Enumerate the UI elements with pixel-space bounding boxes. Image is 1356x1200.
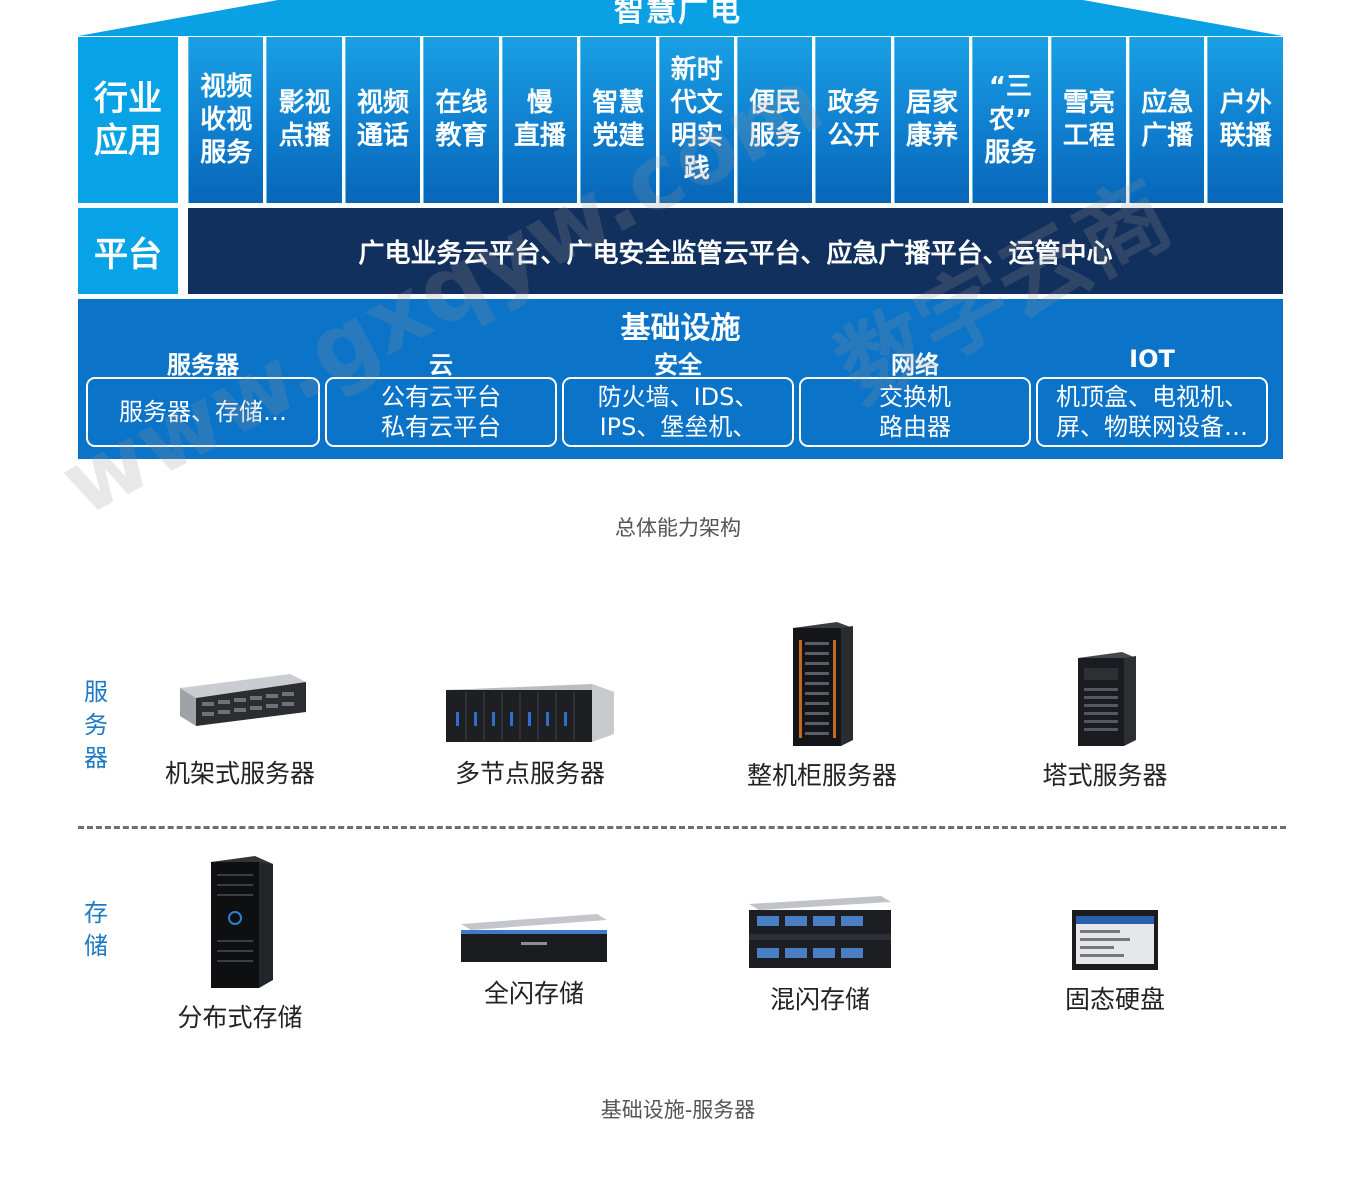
device-rack-server: 机架式服务器 [150, 668, 330, 790]
device-multinode-server: 多节点服务器 [440, 676, 620, 790]
infra-box-cloud: 公有云平台 私有云平台 [325, 377, 557, 447]
multinode-server-image [446, 684, 614, 742]
hybrid-flash-storage-label: 混闪存储 [769, 985, 870, 1014]
hybrid-flash-storage-image [749, 896, 891, 968]
storage-row-label: 存 储 [84, 899, 108, 960]
app-tile-government-affairs: 政务 公开 [815, 37, 891, 203]
infra-box-iot: 机顶盒、电视机、 屏、物联网设备… [1036, 377, 1268, 447]
all-flash-storage-label: 全闪存储 [483, 979, 584, 1008]
infrastructure-panel: 基础设施 服务器 服务器、存储… 云 公有云平台 私有云平台 安全 防火墙、ID… [78, 299, 1283, 459]
industry-apps-row: 视频 收视 服务 影视 点播 视频 通话 在线 教育 慢 直播 智慧 党建 新时… [188, 37, 1283, 203]
device-ssd: 固态硬盘 [1030, 908, 1200, 1016]
diagram-title: 智慧广电 [614, 0, 742, 29]
all-flash-storage-image [461, 914, 607, 962]
distributed-storage-label: 分布式存储 [177, 1003, 303, 1032]
hardware-caption: 基础设施-服务器 [600, 1098, 756, 1122]
app-tile-vod: 影视 点播 [266, 37, 342, 203]
app-tile-slow-live: 慢 直播 [501, 37, 578, 203]
app-tile-video-call: 视频 通话 [344, 37, 421, 203]
app-tile-party-building: 智慧 党建 [580, 37, 656, 203]
cabinet-server-image [793, 622, 853, 746]
cabinet-server-label: 整机柜服务器 [746, 761, 897, 790]
infrastructure-title: 基础设施 [620, 311, 741, 346]
platform-description: 广电业务云平台、广电安全监管云平台、应急广播平台、运管中心 [188, 208, 1283, 294]
device-cabinet-server: 整机柜服务器 [732, 620, 912, 792]
infra-box-server: 服务器、存储… [86, 377, 320, 447]
ssd-label: 固态硬盘 [1064, 985, 1165, 1014]
rack-server-image [180, 674, 306, 726]
infra-head-cloud: 云 [429, 351, 453, 379]
infra-head-security: 安全 [654, 351, 702, 379]
device-all-flash-storage: 全闪存储 [444, 910, 624, 1010]
app-tile-public-service: 便民 服务 [736, 37, 813, 203]
industry-application-label: 行业 应用 [78, 37, 178, 203]
app-tile-video-service: 视频 收视 服务 [188, 37, 264, 203]
device-tower-server: 塔式服务器 [1020, 648, 1190, 792]
rack-server-label: 机架式服务器 [164, 759, 315, 788]
app-tile-home-care: 居家 康养 [893, 37, 970, 203]
app-tile-online-education: 在线 教育 [423, 37, 499, 203]
server-row-label: 服 务 器 [84, 678, 108, 772]
infra-head-iot: IOT [1129, 345, 1175, 373]
ssd-image [1072, 910, 1158, 970]
infra-head-network: 网络 [891, 351, 939, 379]
distributed-storage-image [211, 856, 273, 988]
tower-server-label: 塔式服务器 [1042, 761, 1168, 790]
infra-box-security: 防火墙、IDS、 IPS、堡垒机、 [562, 377, 794, 447]
app-tile-outdoor-broadcast: 户外 联播 [1207, 37, 1283, 203]
app-tile-emergency-broadcast: 应急 广播 [1129, 37, 1205, 203]
app-tile-civilization-practice: 新时 代文 明实 践 [658, 37, 734, 203]
infra-box-network: 交换机 路由器 [799, 377, 1031, 447]
device-distributed-storage: 分布式存储 [150, 854, 330, 1034]
architecture-caption: 总体能力架构 [615, 516, 741, 540]
device-hybrid-flash-storage: 混闪存储 [730, 892, 910, 1016]
roof-banner [78, 0, 1283, 36]
app-tile-agriculture: “三 农” 服务 [972, 37, 1048, 203]
tower-server-image [1078, 652, 1136, 746]
infra-head-server: 服务器 [167, 351, 239, 379]
app-tile-xueliang: 雪亮 工程 [1050, 37, 1127, 203]
platform-label: 平台 [78, 208, 178, 294]
architecture-diagram: 智慧广电 行业 应用 视频 收视 服务 影视 点播 视频 通话 在线 教育 慢 … [0, 0, 1356, 537]
section-divider [78, 826, 1286, 829]
multinode-server-label: 多节点服务器 [454, 759, 605, 788]
